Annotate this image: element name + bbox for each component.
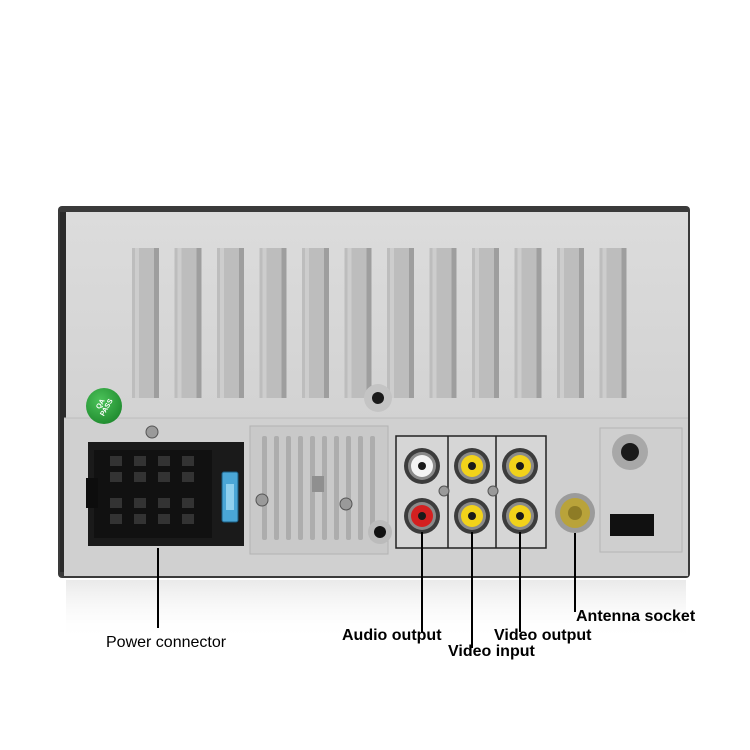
label-video-output: Video output	[494, 627, 592, 644]
rca-jack-video-output-1	[502, 448, 538, 484]
connector-pin	[134, 472, 146, 482]
antenna-socket	[555, 493, 595, 533]
vent-slot	[286, 436, 291, 540]
connector-pin	[110, 514, 122, 524]
vent-slot	[358, 436, 363, 540]
vent-slot	[274, 436, 279, 540]
connector-pin	[182, 514, 194, 524]
vent-slot	[262, 436, 267, 540]
qa-pass-badge	[86, 388, 122, 424]
right-block	[599, 427, 683, 553]
vent-slot	[298, 436, 303, 540]
connector-pin	[110, 498, 122, 508]
mounting-hole	[364, 384, 392, 412]
rca-jack-video-input-1	[454, 448, 490, 484]
connector-pin	[134, 514, 146, 524]
connector-pin	[134, 456, 146, 466]
connector-pin	[158, 514, 170, 524]
screw	[145, 425, 159, 439]
label-audio-output: Audio output	[342, 627, 442, 644]
connector-pin	[158, 472, 170, 482]
connector-pin	[182, 498, 194, 508]
heat-sink-fins	[132, 248, 627, 398]
vent-slot	[322, 436, 327, 540]
rca-jack-audio-right	[404, 498, 440, 534]
rca-jack-audio-left	[404, 448, 440, 484]
connector-pin	[158, 498, 170, 508]
connector-pin	[110, 472, 122, 482]
connector-pin	[110, 456, 122, 466]
vent-slot	[346, 436, 351, 540]
vent-slot	[370, 436, 375, 540]
rca-jack-video-input-2	[454, 498, 490, 534]
label-antenna-socket: Antenna socket	[576, 608, 696, 625]
connector-pin	[158, 456, 170, 466]
connector-pin	[134, 498, 146, 508]
leader-lines	[157, 532, 576, 648]
connector-pin	[182, 472, 194, 482]
label-power-connector: Power connector	[106, 634, 227, 651]
label-video-input: Video input	[448, 643, 535, 660]
vent-slot	[334, 436, 339, 540]
rca-jack-video-output-2	[502, 498, 538, 534]
connector-pin	[182, 456, 194, 466]
power-connector	[86, 425, 244, 546]
floor-reflection	[66, 580, 686, 640]
vent-plate	[249, 425, 392, 555]
